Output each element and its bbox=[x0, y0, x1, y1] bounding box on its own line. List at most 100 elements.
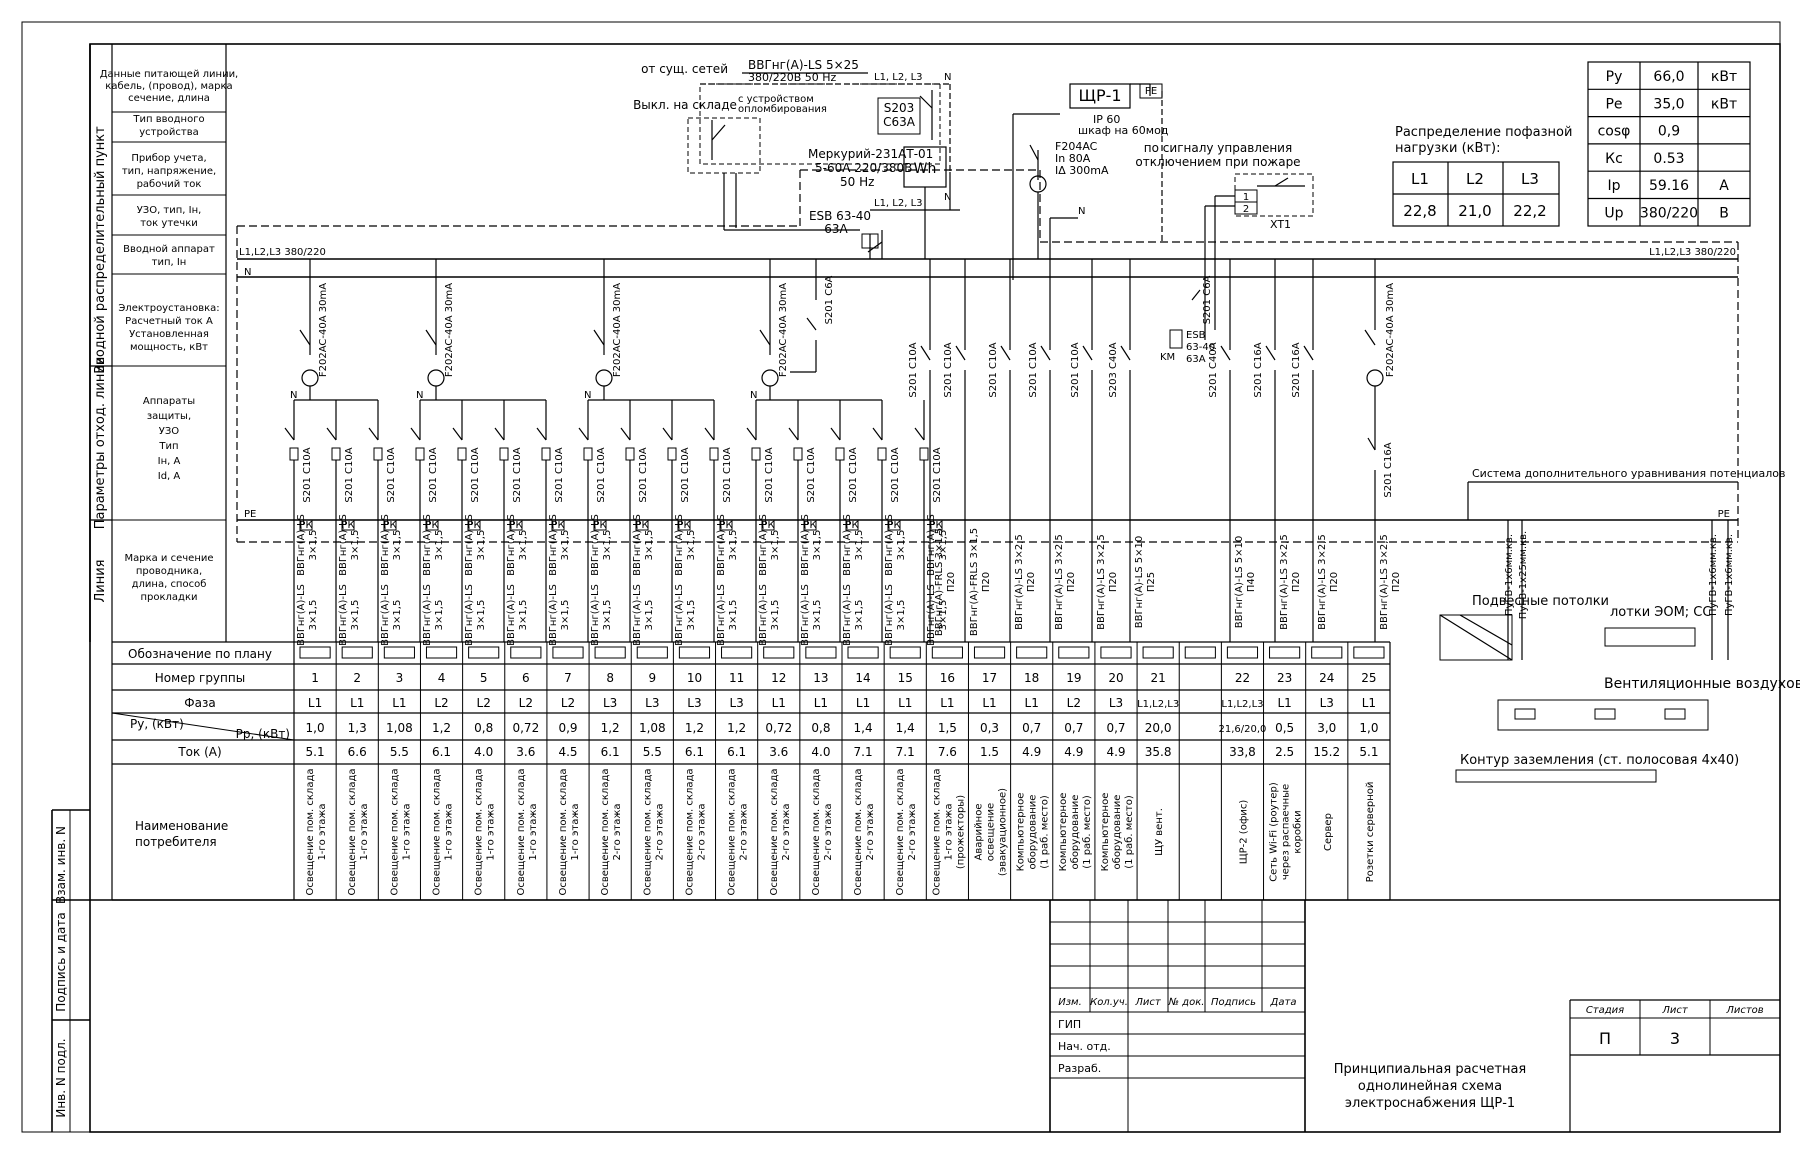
group-number: 13 bbox=[813, 671, 828, 685]
consumer-name: оборудование bbox=[1112, 795, 1123, 870]
group-current: 4.9 bbox=[1106, 745, 1125, 759]
meter-label: Меркурий-231АТ-01 bbox=[808, 147, 933, 161]
rcd-blade bbox=[1029, 144, 1039, 161]
breaker-label: S201 C10A bbox=[596, 447, 607, 502]
cable-section-repeat: 3×1,5 bbox=[392, 600, 403, 631]
breaker-blade bbox=[746, 427, 757, 441]
breaker-label: S201 C10A bbox=[806, 447, 817, 502]
group-power: 0,7 bbox=[1022, 721, 1041, 735]
rk-box bbox=[551, 519, 565, 531]
xt-pin-label: 2 bbox=[1243, 204, 1249, 215]
rk-label: РК bbox=[341, 520, 354, 531]
strip-label: длина, способ bbox=[132, 579, 207, 590]
consumer-name: Освещение пом. склада bbox=[600, 768, 611, 895]
cable-section-repeat: 3×1,5 bbox=[602, 600, 613, 631]
plan-symbol bbox=[1142, 646, 1174, 659]
right-breaker-label: S201 C40A bbox=[1208, 342, 1219, 397]
right-cable-label: ВВГнг(А)-LS 3×2,5 bbox=[1014, 534, 1025, 630]
xt-pin-label: 1 bbox=[1243, 192, 1249, 203]
cable-section: 3×1,5 bbox=[602, 530, 613, 561]
g25-rcd-blade bbox=[1364, 329, 1376, 346]
breaker-blade bbox=[452, 427, 463, 441]
rk-label: РК bbox=[845, 520, 858, 531]
meter-label: 5-60А 220/380В bbox=[815, 161, 912, 175]
rk-box bbox=[803, 519, 817, 531]
tray-frame bbox=[1604, 627, 1696, 647]
group-rcd-blade bbox=[299, 329, 311, 346]
group-power: 0,72 bbox=[765, 721, 792, 735]
group-number: 5 bbox=[480, 671, 488, 685]
breaker-label: S201 C10A bbox=[302, 447, 313, 502]
title-role: Нач. отд. bbox=[1058, 1040, 1111, 1053]
group-number: 18 bbox=[1024, 671, 1039, 685]
consumer-name: оборудование bbox=[1028, 795, 1039, 870]
plan-symbol bbox=[468, 646, 500, 659]
breaker-blade bbox=[914, 427, 925, 441]
group-power: 1,3 bbox=[348, 721, 367, 735]
cable-label-repeat: ВВГнг(А)-LS bbox=[842, 584, 853, 646]
right-breaker-blade bbox=[920, 345, 931, 361]
group-power: 0,8 bbox=[474, 721, 493, 735]
right-cable-label: ВВГнг(А)-LS 3×2,5 bbox=[1096, 534, 1107, 630]
plan-symbol bbox=[1100, 646, 1132, 659]
strip-label: Данные питающей линии, bbox=[100, 69, 239, 80]
summary-label: Рy bbox=[1606, 69, 1623, 85]
right-breaker-label: S201 C16A bbox=[1253, 342, 1264, 397]
consumer-name: Освещение пом. склада bbox=[347, 768, 358, 895]
plan-symbol bbox=[678, 646, 711, 659]
breaker-body bbox=[289, 447, 299, 461]
title-role: ГИП bbox=[1058, 1018, 1081, 1031]
cable-label-repeat: ВВГнг(А)-LS bbox=[548, 584, 559, 646]
group-rcd-label: F202AC-40A 30mA bbox=[318, 283, 329, 377]
consumer-name: оборудование bbox=[1070, 795, 1081, 870]
phases-top: L1, L2, L3 bbox=[874, 72, 923, 83]
group-power: 0,72 bbox=[512, 721, 539, 735]
group-current: 7.6 bbox=[938, 745, 957, 759]
strip-label: Тип вводного bbox=[132, 114, 204, 125]
ceiling-hatch bbox=[1459, 614, 1513, 646]
group-number: 8 bbox=[606, 671, 614, 685]
right-cable-label: ВВГнг(А)-LS 5×10 bbox=[1234, 536, 1245, 628]
consumer-name: коробки bbox=[1293, 810, 1304, 853]
group-current: 2.5 bbox=[1275, 745, 1294, 759]
rk-label: РК bbox=[425, 520, 438, 531]
cable-label: ВВГнг(А)-LS bbox=[590, 514, 601, 576]
group-phase: L3 bbox=[645, 696, 659, 710]
cable-section: 3×1,5 bbox=[560, 530, 571, 561]
cable-section: 3×1,5 bbox=[854, 530, 865, 561]
group-phase: L2 bbox=[519, 696, 533, 710]
drawing-title: однолинейная схема bbox=[1358, 1079, 1502, 1094]
plan-symbol bbox=[1269, 646, 1301, 659]
group-power: 1,0 bbox=[306, 721, 325, 735]
summary-value: 380/220 bbox=[1640, 206, 1698, 222]
consumer-name: Освещение пом. склада bbox=[811, 768, 822, 895]
cable-section: 3×1,5 bbox=[686, 530, 697, 561]
group-power: 1,2 bbox=[685, 721, 704, 735]
group-current: 35.8 bbox=[1145, 745, 1172, 759]
n-mid: N bbox=[944, 192, 951, 203]
consumer-name: 1-го этажа bbox=[486, 803, 497, 860]
consumer-name: Аварийное bbox=[974, 803, 985, 860]
group-number: 19 bbox=[1066, 671, 1081, 685]
group-phase: L1 bbox=[814, 696, 828, 710]
title-header: Кол.уч. bbox=[1090, 997, 1128, 1008]
group-power: 0,9 bbox=[558, 721, 577, 735]
phases-mid: L1, L2, L3 bbox=[874, 198, 923, 209]
breaker-body bbox=[709, 447, 719, 461]
breaker-body bbox=[373, 447, 383, 461]
group-phase: L1 bbox=[772, 696, 786, 710]
group-rcd-label: F202AC-40A 30mA bbox=[612, 283, 623, 377]
cable-label: ВВГнг(А)-LS bbox=[506, 514, 517, 576]
row-label-consumer: потребителя bbox=[135, 835, 217, 849]
group-power: 0,7 bbox=[1106, 721, 1125, 735]
supply-voltage: 380/220В 50 Hz bbox=[748, 71, 837, 84]
meter-label: 50 Hz bbox=[840, 175, 874, 189]
rcd-label: In 80A bbox=[1055, 152, 1091, 165]
right-breaker-label: S201 C16A bbox=[1291, 342, 1302, 397]
c6a-label: S201 C6A bbox=[824, 275, 835, 324]
row-label-py: Рy, (кВт) bbox=[130, 717, 184, 731]
plan-symbol bbox=[1311, 646, 1343, 659]
stamp-podp: Подпись и дата bbox=[54, 912, 68, 1011]
group-phase: L1 bbox=[898, 696, 912, 710]
breaker-blade bbox=[368, 427, 379, 441]
